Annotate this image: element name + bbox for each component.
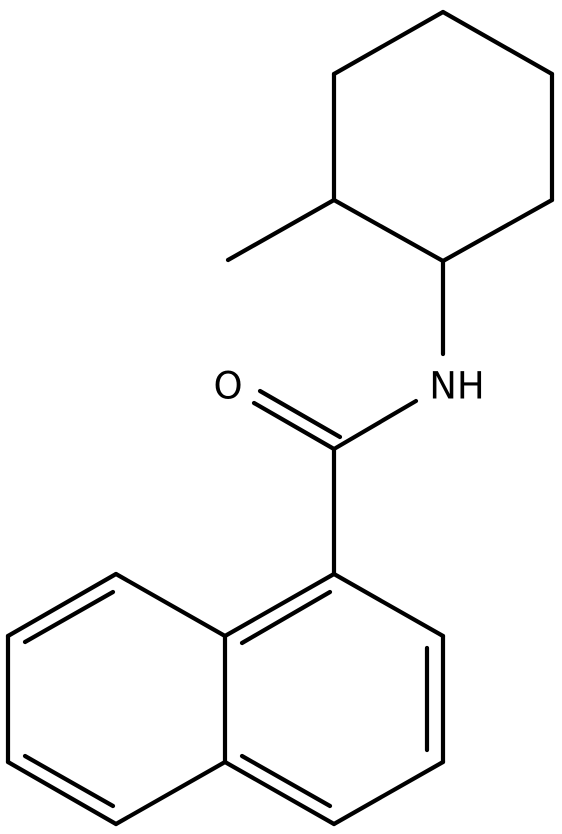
bond-nitrogen-carbonyl: [331, 398, 419, 452]
nitrogen-atom-label: NH: [429, 365, 485, 408]
bond-cy3-cy4: [440, 197, 555, 264]
bond-l4-l5-inner: [22, 753, 116, 809]
bond-r1-r2: [331, 571, 446, 639]
bond-l2-l3: [5, 571, 119, 639]
bond-cy1-cy2: [440, 9, 555, 77]
bond-l1-l2: [113, 571, 228, 639]
cyclohexane-ring: [331, 9, 555, 264]
bond-cy6-cy1: [331, 9, 446, 77]
bond-r3-r4: [331, 759, 446, 827]
oxygen-atom-label: O: [213, 365, 242, 408]
carbonyl-double-bond-inner: [257, 388, 343, 440]
bond-r6-r1: [222, 571, 337, 639]
bond-r6-r1-inner: [239, 589, 333, 646]
carbonyl-double-bond-outer: [251, 400, 337, 452]
methyl-bond: [225, 197, 337, 263]
bond-l5-l6: [113, 759, 228, 827]
bond-cy4-cy5: [331, 197, 446, 264]
bond-r4-r5: [222, 759, 337, 827]
bond-r4-r5-inner: [239, 753, 333, 809]
bond-l2-l3-inner: [22, 589, 116, 645]
bond-l4-l5: [5, 759, 119, 827]
naphthalene-right-ring: [222, 571, 446, 827]
naphthalene-left-ring: [5, 571, 228, 827]
